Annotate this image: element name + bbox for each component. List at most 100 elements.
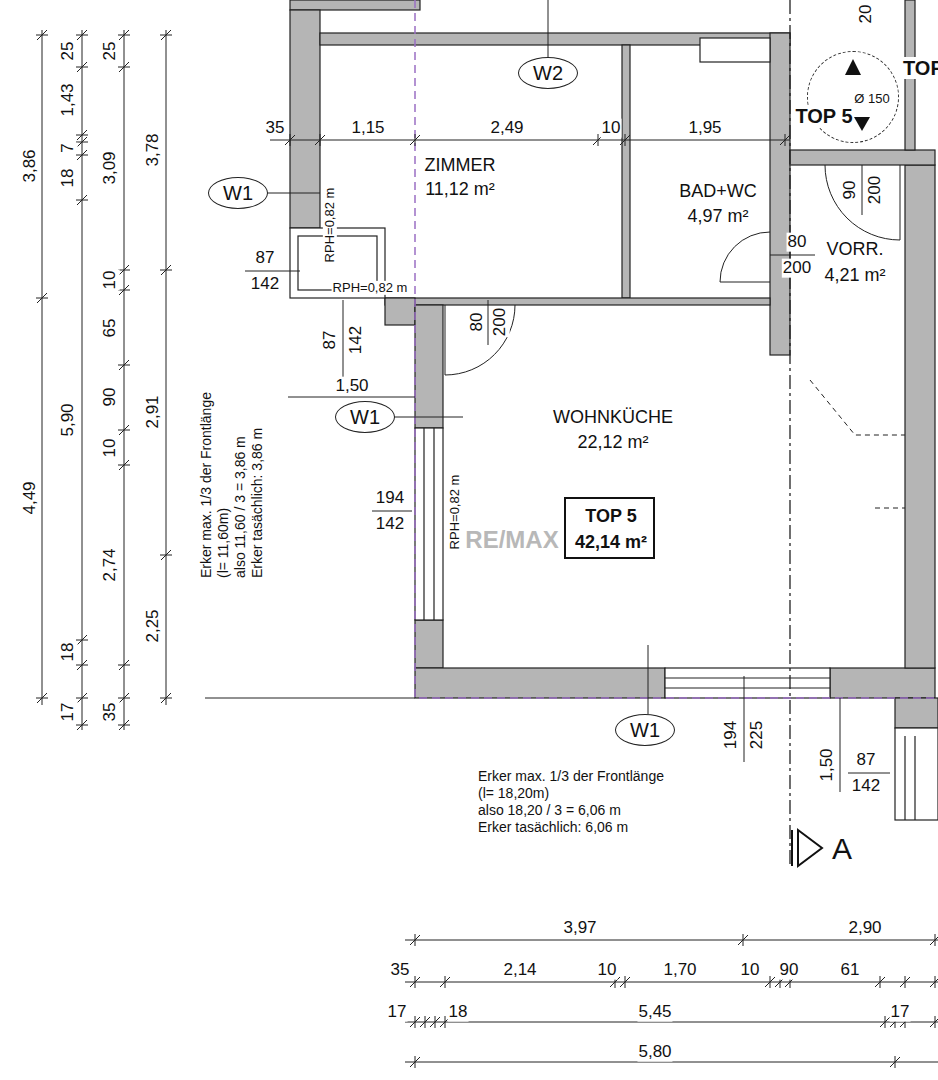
dimension: 1,50 [334, 377, 369, 396]
stair-circle: TOP 4Ø 150TOP 5 [807, 51, 899, 143]
dimension: 142 [375, 515, 405, 534]
dimension: 1,50 [818, 747, 837, 782]
unit-box: TOP 5 42,14 m² [564, 497, 655, 559]
room: WOHNKÜCHE 22,12 m² TOP 5 42,14 m² [443, 305, 790, 668]
dimension: 2,25 [144, 608, 163, 643]
room-name: WOHNKÜCHE [552, 408, 674, 428]
dimension: 17 [890, 1003, 911, 1022]
dimension: 87 [856, 751, 877, 770]
watermark: RE/MAX [464, 527, 559, 553]
room-height-note: RPH=0,82 m [448, 474, 462, 551]
dimension: 200 [782, 259, 812, 278]
section-marker: A [831, 832, 853, 865]
dimension: 90 [101, 387, 120, 408]
room: ZIMMER11,12 m² [320, 45, 622, 298]
dimension: 35 [390, 961, 411, 980]
windows [290, 38, 938, 820]
property-line [415, 0, 938, 698]
dimension: 61 [840, 961, 861, 980]
dimension: 65 [101, 318, 120, 339]
dimension: 194 [375, 489, 405, 508]
room-name: VORR. [825, 240, 884, 260]
dimension: 200 [491, 307, 510, 337]
window-callout: W1 [615, 714, 675, 746]
dimension: 1,70 [662, 961, 697, 980]
dimension: 87 [321, 330, 340, 351]
dimension: 10 [101, 438, 120, 459]
dimension: 3,97 [562, 919, 597, 938]
dimension-lines [42, 30, 938, 1062]
dimension-tick [36, 30, 938, 1068]
dimension: 225 [748, 720, 767, 750]
dimension: 10 [101, 270, 120, 291]
dimension: 4,49 [21, 480, 40, 515]
node-text: W1 [222, 182, 254, 204]
dimension: 10 [740, 961, 761, 980]
dimension: 10 [601, 119, 622, 138]
node-text: TOP 5 [584, 507, 637, 527]
node-text: TOP 4 [902, 57, 938, 79]
dimension: 2,14 [502, 961, 537, 980]
room: BAD+WC 4,97 m² [630, 45, 770, 298]
dimension: 1,43 [59, 82, 78, 117]
note-block: Erker max. 1/3 der Frontlänge(l= 11,60m)… [198, 392, 266, 578]
room-area: 4,97 m² [686, 207, 749, 227]
dimension: 7 [59, 142, 78, 153]
dimension: 17 [59, 702, 78, 723]
dimension: 200 [866, 175, 885, 205]
dimension: 10 [597, 961, 618, 980]
room-name: ZIMMER [424, 156, 497, 176]
dimension: 90 [841, 180, 860, 201]
dimension: 3,09 [101, 150, 120, 185]
dimension: 3,86 [21, 148, 40, 183]
dimension: 18 [448, 1003, 469, 1022]
doors [445, 165, 905, 508]
note-line: Erker max. 1/3 der Frontlänge [198, 392, 215, 578]
dimension: 5,80 [637, 1043, 672, 1062]
leader-lines [264, 0, 648, 714]
note-line: Erker tasächlich: 6,06 m [478, 819, 664, 836]
node-text: 42,14 m² [574, 533, 648, 553]
section-marker-arrow [792, 830, 822, 866]
dimension: 142 [347, 325, 366, 355]
dimension: 25 [59, 41, 78, 62]
dimension: 1,95 [687, 119, 722, 138]
window-callout: W1 [208, 177, 268, 209]
dimension: 90 [779, 961, 800, 980]
window-callout: W2 [518, 57, 578, 89]
note-line: (l= 18,20m) [478, 785, 664, 802]
dimension: 5,90 [59, 402, 78, 437]
dimension-ticks [36, 30, 938, 1068]
dimension: 87 [255, 249, 276, 268]
note-line: Erker tasächlich: 3,86 m [249, 392, 266, 578]
room-height-note: RPH=0,82 m [323, 187, 337, 264]
dimension: 18 [59, 168, 78, 189]
dimension: 35 [101, 702, 120, 723]
dimension: 142 [851, 777, 881, 796]
room-area: 4,21 m² [823, 266, 886, 286]
room-area: 22,12 m² [576, 433, 649, 453]
dimension: 1,15 [350, 119, 385, 138]
room: VORR. 4,21 m² [790, 165, 905, 420]
note-line: also 18,20 / 3 = 6,06 m [478, 802, 664, 819]
node-text: Ø 150 [853, 92, 890, 106]
room-height-note: RPH=0,82 m [332, 281, 409, 295]
dimension: 3,78 [144, 132, 163, 167]
dimension: 18 [59, 642, 78, 663]
node-text: W1 [629, 719, 661, 741]
dimension: 35 [265, 119, 286, 138]
node-text: W2 [532, 62, 564, 84]
note-line: also 11,60 / 3 = 3,86 m [232, 392, 249, 578]
dimension: 20 [857, 4, 876, 25]
dimension: 80 [787, 233, 808, 252]
dimension: 194 [722, 720, 741, 750]
window-callout: W1 [335, 401, 395, 433]
room-name: BAD+WC [678, 182, 758, 202]
dimension: 5,45 [637, 1003, 672, 1022]
dimension: 80 [468, 312, 487, 333]
dimension: 25 [101, 41, 120, 62]
node-text: TOP 5 [794, 105, 853, 127]
note-line: (l= 11,60m) [215, 392, 232, 578]
section-axis [789, 0, 790, 866]
